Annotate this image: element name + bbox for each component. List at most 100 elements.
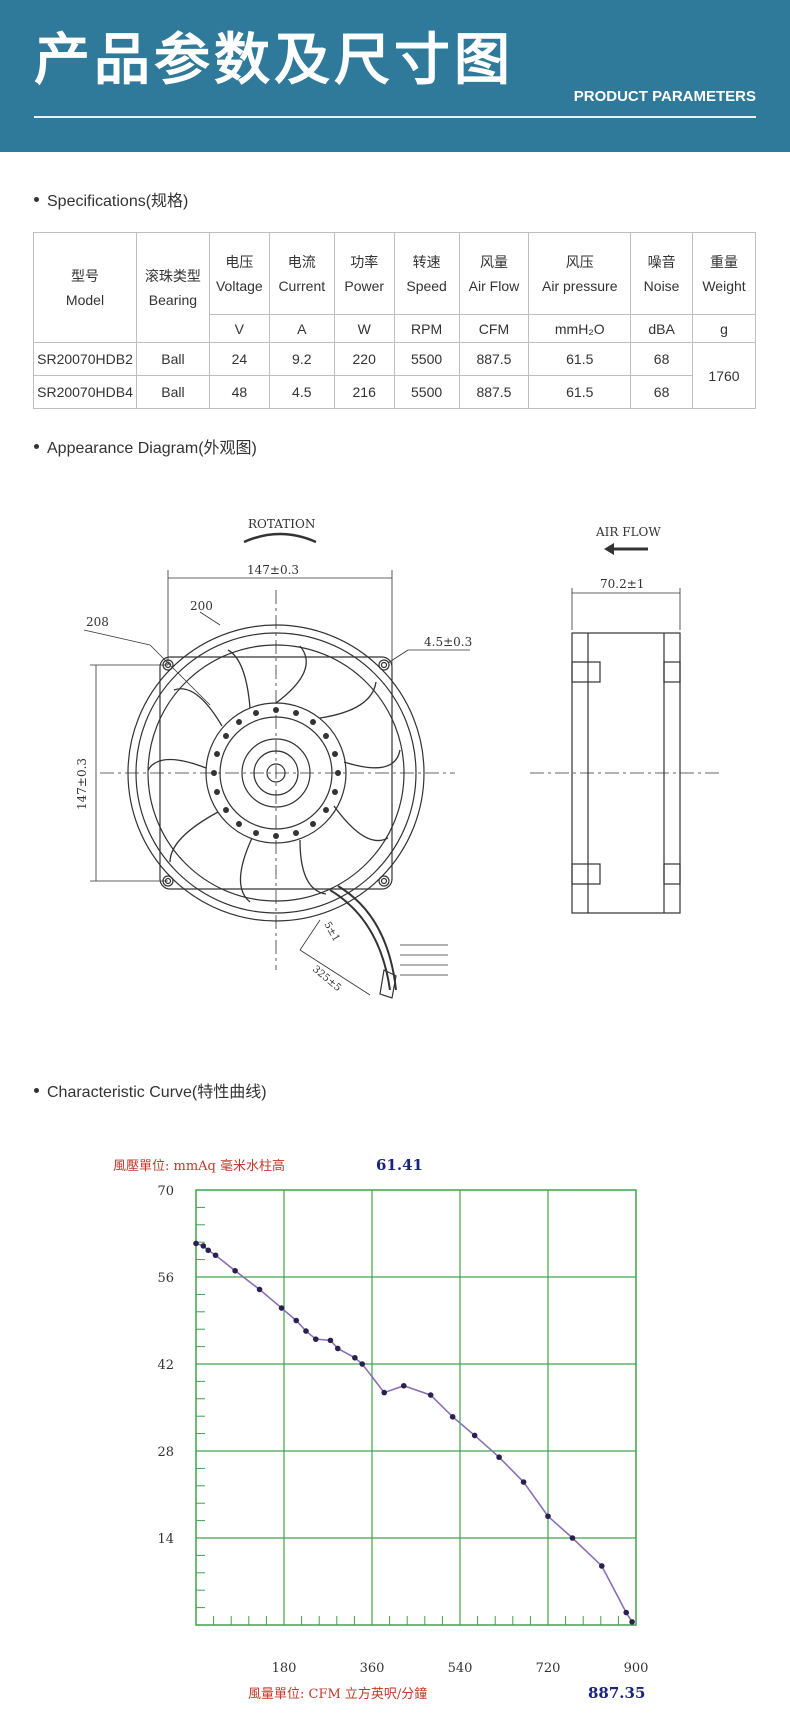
dimension-cable: 325±5 [310,964,343,994]
table-cell: 68 [630,342,694,376]
dimension-hole: 4.5±0.3 [424,635,472,649]
data-point [449,1414,456,1420]
page-title: 产品参数及尺寸图 [34,28,514,93]
unit-cell: RPM [393,314,460,343]
x-tick-label: 360 [360,1661,385,1676]
unit-cell: mmH₂O [528,314,632,343]
plot-frame [195,1189,637,1626]
max-flow-value: 887.35 [588,1684,645,1702]
table-cell: 5500 [393,375,460,409]
appearance-heading-text: Appearance Diagram(外观图) [47,440,257,457]
data-point [381,1389,388,1396]
curve-heading-text: Characteristic Curve(特性曲线) [47,1084,267,1101]
data-point [400,1382,407,1389]
unit-cell: dBA [630,314,694,343]
dimension-208: 208 [86,615,109,629]
table-cell: 68 [630,375,694,409]
unit-cell: A [268,314,335,343]
units-row: V A W RPM CFM mmH₂O dBA g [34,314,756,343]
data-point [569,1535,576,1541]
specifications-heading: Specifications(规格) [34,187,188,211]
data-point [312,1336,319,1342]
x-tick-label: 900 [624,1661,649,1676]
table-cell: 24 [208,342,270,376]
table-row: SR20070HDB4 Ball 48 4.5 216 5500 887.5 6… [33,375,756,409]
x-tick-label: 180 [272,1661,297,1676]
x-tick-label: 720 [536,1661,561,1676]
specifications-heading-text: Specifications(规格) [47,193,189,210]
data-point [327,1337,334,1344]
unit-cell: W [333,314,395,343]
data-point [303,1328,309,1334]
data-point [212,1252,219,1259]
characteristic-curve-chart: 風壓單位: mmAq 毫米水柱高 61.41 風量單位: CFM 立方英呎/分鐘… [113,1156,648,1702]
series-line [195,1242,633,1623]
table-cell: 61.5 [528,375,632,409]
weight-cell: 1760 [692,342,756,409]
data-point [545,1513,551,1520]
appearance-heading: Appearance Diagram(外观图) [34,434,257,458]
table-cell: Ball [135,342,210,376]
bullet-icon [34,197,39,203]
x-tick-label: 540 [448,1661,473,1676]
unit-cell: V [208,314,270,343]
data-point [293,1317,300,1324]
table-cell: SR20070HDB4 [33,375,137,409]
chart-grid [195,1189,637,1626]
data-point [352,1354,358,1361]
table-cell: 9.2 [268,342,335,376]
table-cell: Ball [135,375,210,409]
pressure-unit-label: 風壓單位: mmAq 毫米水柱高 [113,1158,285,1174]
data-point [520,1479,527,1485]
dimension-width: 147±0.3 [247,563,299,577]
table-cell: 61.5 [528,342,632,376]
data-point [623,1609,630,1616]
data-point [359,1361,366,1367]
dimension-height: 147±0.3 [75,758,89,810]
data-point [205,1247,212,1254]
chart-points [193,1240,635,1625]
curve-heading: Characteristic Curve(特性曲线) [34,1078,267,1102]
data-point [256,1286,263,1293]
table-cell: 5500 [393,342,460,376]
rotation-label: ROTATION [248,517,315,531]
table-cell: 220 [333,342,395,376]
data-point [193,1240,199,1247]
data-point [427,1392,434,1398]
banner-divider [34,116,756,118]
unit-cell: g [692,314,756,343]
data-point [496,1454,502,1461]
page-subtitle: PRODUCT PARAMETERS [573,88,756,105]
chart-series [195,1242,633,1623]
fan-side-view [571,632,681,914]
table-row: SR20070HDB2 Ball 24 9.2 220 5500 887.5 6… [33,342,756,409]
y-tick-label: 28 [157,1445,174,1460]
data-point [278,1305,285,1311]
table-cell: 887.5 [458,342,530,376]
flow-unit-label: 風量單位: CFM 立方英呎/分鐘 [248,1686,427,1702]
bullet-icon [34,1088,39,1094]
table-cell: 887.5 [458,375,530,409]
max-pressure-value: 61.41 [376,1156,423,1174]
y-tick-label: 56 [157,1271,174,1286]
table-cell: 48 [208,375,270,409]
data-point [471,1432,478,1439]
data-point [232,1267,238,1274]
y-tick-label: 42 [157,1358,174,1373]
table-cell: 216 [333,375,395,409]
appearance-diagram: ROTATION AIR FLOW 147±0.3 200 208 4.5±0.… [75,517,720,999]
header-banner: 产品参数及尺寸图 PRODUCT PARAMETERS [0,0,790,152]
table-cell: SR20070HDB2 [33,342,137,376]
